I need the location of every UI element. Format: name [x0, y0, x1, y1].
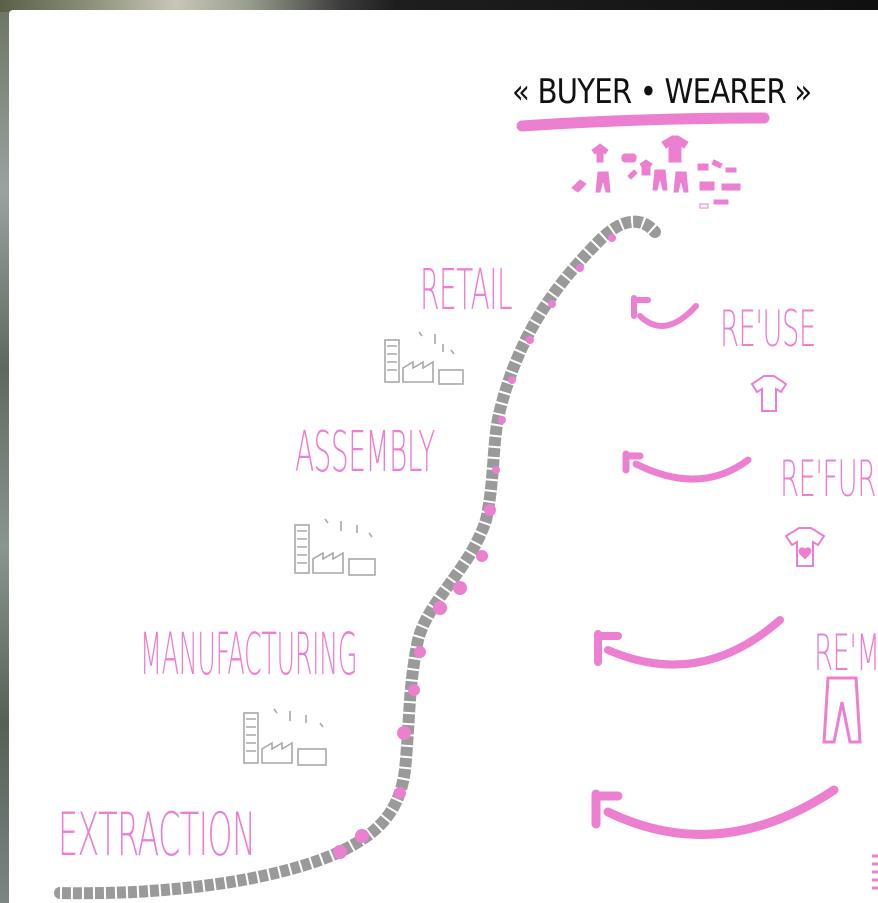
supply-chain-path: [60, 222, 655, 894]
trousers-icon: [824, 678, 860, 742]
stage-label-retail: RETAIL: [420, 258, 512, 323]
tshirt-heart-icon: [786, 528, 824, 566]
title-underline: [522, 118, 764, 126]
loop-label-remake: RE'M: [814, 624, 878, 682]
loop-label-refurb: RE'FUR: [780, 450, 876, 508]
value-chain-diagram: [9, 10, 878, 903]
remake-arrow-icon: [598, 620, 780, 665]
stage-label-extraction: EXTRACTION: [58, 800, 255, 870]
buyer-wearer-title: « BUYER • WEARER »: [512, 72, 811, 112]
recycle-arrow-icon: [596, 790, 834, 834]
refurb-arrow-icon: [626, 454, 748, 479]
clothing-cluster-icon: [572, 136, 740, 208]
stage-label-manufacturing: MANUFACTURING: [140, 620, 357, 688]
factory-icon: [385, 332, 463, 384]
stage-label-assembly: ASSEMBLY: [295, 420, 435, 485]
edge-marks: [872, 856, 878, 888]
supply-chain-path-dash: [60, 222, 655, 894]
reuse-arrow-icon: [634, 298, 696, 326]
drawing-sheet: [9, 10, 878, 903]
tshirt-icon: [752, 376, 786, 411]
loop-label-reuse: RE'USE: [720, 300, 816, 358]
factory-icon: [295, 519, 375, 575]
factory-icon: [244, 709, 326, 765]
